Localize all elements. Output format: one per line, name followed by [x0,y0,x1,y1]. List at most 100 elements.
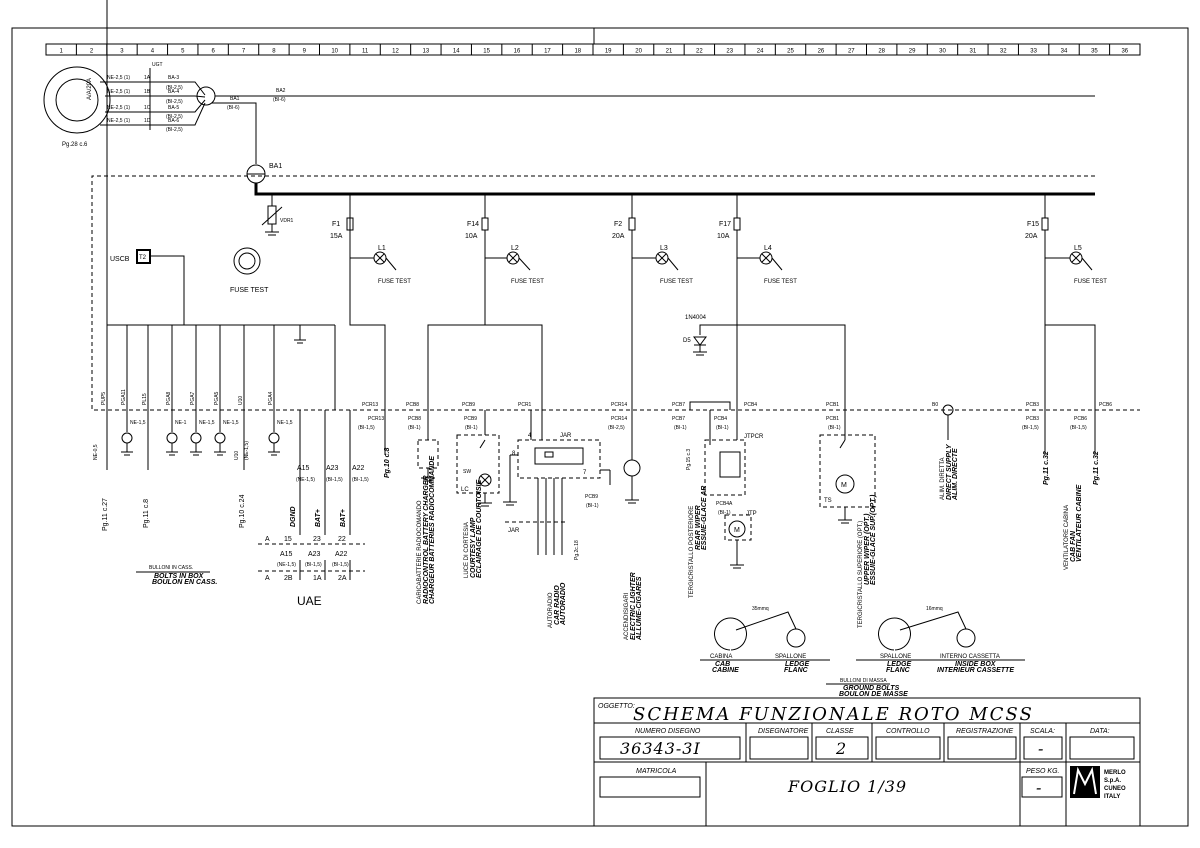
ground-right-size: 16mmq [926,606,943,612]
ref-pg10c24: Pg.10 c.24 [239,494,246,528]
wire-bi-3: (BI-2,5) [166,114,183,120]
fuse-rating: 15A [330,233,343,240]
autoradio-fr: AUTORADIO [560,582,567,626]
ruler-number: 34 [1061,49,1068,55]
fuse-rating: 20A [1025,233,1038,240]
controllo-label: CONTROLLO [886,728,930,735]
scala-value: - [1038,739,1044,758]
uae-r1-a: A [265,536,270,543]
luce-en: COURTESY LAMP [470,517,477,578]
ts-label: TS [824,498,832,504]
rear-wiper-m: M [734,527,740,534]
diode-part: 1N4004 [685,315,707,321]
ground-interno: INTERNO CASSETTA [940,654,1000,660]
ruler-number: 27 [848,49,855,55]
pcb6-label-2: PCB6 [1074,416,1087,422]
wire-id-4: 1D [144,118,151,124]
ruler-number: 2 [90,49,94,55]
ruler-number: 31 [970,49,977,55]
ground-inside: INSIDE BOX [955,661,997,668]
uae-vert-3: BAT+ [340,509,347,527]
pcb1-sub: (BI-1) [828,425,841,431]
connector-ne: NE-1 [175,420,187,426]
component-labels: CARICABATTERIE RADIOCOMANDO RADIOCONTROL… [417,443,1083,641]
bolts-cass-fr: BOULON EN CASS. [152,579,217,586]
alim-it: ALIM. DIRETTA [940,457,946,500]
uae-r1-b: 15 [284,536,292,543]
jtpcr-box [704,439,746,496]
classe-label: CLASSE [826,728,854,735]
pcb9-label: PCB9 [462,402,475,408]
wire-ba-1: BA-3 [168,75,179,81]
lighter-icon [623,459,641,477]
ruler-number: 26 [818,49,825,55]
vent-it: VENTILATORE CABINA [1064,505,1070,570]
vdr-varistor: VDR1 [261,194,294,236]
connector-label: PGA7 [190,391,196,405]
ground-flanc-2: FLANC [886,667,911,674]
ruler-number: 4 [151,49,155,55]
uae-r1-c: 23 [313,536,321,543]
bolts-in-cass: BULLONI IN CASS. BOLTS IN BOX BOULON EN … [136,565,217,586]
uscb-box-label: T2 [139,255,147,261]
registrazione-label: REGISTRAZIONE [956,728,1014,735]
ruler-number: 35 [1091,49,1098,55]
ruler-number: 13 [423,49,430,55]
jar-pin-7: 7 [583,470,587,476]
fuse-rating: 20A [612,233,625,240]
wire-ba-4: BA-6 [168,118,179,124]
ruler-number: 19 [605,49,612,55]
ruler-number: 6 [211,49,215,55]
merlo-logo: MERLO S.p.A. CUNEO ITALY [1070,766,1126,800]
uae-r2-a: A15 [280,551,293,558]
uae-vert-2: BAT+ [315,509,322,527]
lc-label: LC [461,487,469,493]
connector-label: PGA5 [214,391,220,405]
alternator-page-ref: Pg.28 c.6 [62,142,88,148]
pcb4-label-2: PCB4 [714,416,727,422]
uae-r2-c: A22 [335,551,348,558]
connector-label: U10 [238,396,244,405]
fuse-name: F15 [1027,221,1039,228]
connector-label: PGA11 [121,389,127,405]
jar-bottom-label: JAR [508,528,520,534]
uae-col-sub-2: (BI-1,5) [326,477,343,483]
drawing-title: SCHEMA FUNZIONALE ROTO MCSS [633,704,1034,725]
numero-value: 36343-3I [620,739,701,758]
pcb7-label: PCB7 [672,402,685,408]
jar-label: JAR [560,433,572,439]
wire-id-3: 1C [144,105,151,111]
pcb1-label-2: PCB1 [826,416,839,422]
pcb3-label: PCB3 [1026,402,1039,408]
pcr14-label-2: PCR14 [611,416,627,422]
terg-sup-it: TERGICRISTALLO SUPERIORE (OPT.) [858,521,864,628]
jar-pin-4: 4 [528,433,532,439]
pcr14-sub: (BI-2,5) [608,425,625,431]
pcb4-sub: (BI-1) [716,425,729,431]
fuse-icon [1041,217,1049,231]
ne05-label: NE-0,5 [93,444,99,460]
fuse-name: F1 [332,221,340,228]
ground-cabina: CABINA [710,654,732,660]
ground-ledge-2: LEDGE [887,661,911,668]
carica-en: RADIOCONTROL BATTERY CHARGER [423,475,430,604]
pcb9-sub: (BI-1) [465,425,478,431]
peso-label: PESO KG. [1026,768,1060,775]
ba1-label: BA1 [230,96,240,102]
uae-r2s-a: (NE-1,5) [277,562,296,568]
connector-ne: NE-1,5 [130,420,146,426]
alim-en: DIRECT SUPPLY [946,443,953,500]
carica-fr: CHARGEUR BATTERIES RADIOCOMMANDE [429,456,436,604]
uae-col-3: A22 [352,465,365,472]
company-line-2: S.p.A. [1104,778,1121,784]
luce-it: LUCE DI CORTESIA [464,522,470,578]
ground-bolts-fr: BOULON DE MASSE [839,691,908,698]
oggetto-label: OGGETTO: [598,703,635,710]
luce-fr: ECLAIRAGE DE COURTOISIE [476,480,483,578]
company-line-1: MERLO [1104,770,1126,776]
pcb7-sub: (BI-1) [674,425,687,431]
